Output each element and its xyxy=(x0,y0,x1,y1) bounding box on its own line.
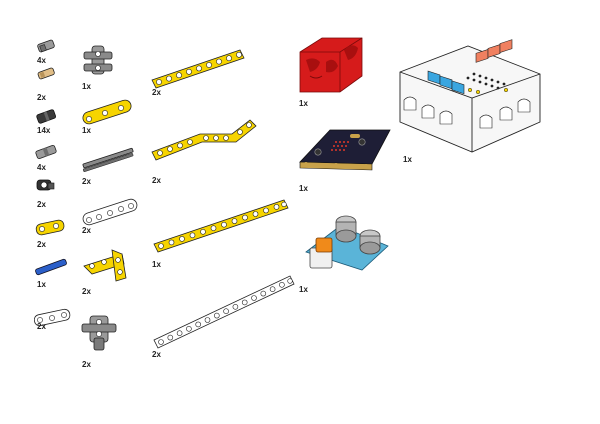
part-pin-black-angled xyxy=(36,179,55,191)
qty-pin-gray-long: 4x xyxy=(37,163,46,172)
qty-beam-white-3: 2x xyxy=(37,322,46,331)
qty-crash-sensor-red: 1x xyxy=(299,99,308,108)
qty-beam-yellow-9: 2x xyxy=(152,88,161,97)
qty-beam-white-15: 2x xyxy=(152,350,161,359)
part-beam-white-3 xyxy=(33,308,71,327)
qty-beam-yellow-13: 1x xyxy=(152,260,161,269)
part-pin-gray-long xyxy=(35,144,57,160)
part-beam-white-15 xyxy=(153,275,295,349)
part-beam-yellow-bent xyxy=(151,119,257,161)
qty-ultrasonic-sensor: 1x xyxy=(299,285,308,294)
qty-axle-gray: 2x xyxy=(82,177,91,186)
part-pin-tan xyxy=(37,67,55,80)
part-pin-gray-short xyxy=(37,39,55,53)
part-pin-black xyxy=(36,109,57,124)
qty-beam-yellow-3: 1x xyxy=(82,126,91,135)
part-ultrasonic-sensor xyxy=(305,215,389,271)
qty-expansion-box: 1x xyxy=(403,155,412,164)
qty-connector-gray-hub: 2x xyxy=(82,360,91,369)
part-connector-gray-hub xyxy=(81,315,117,351)
qty-microbit-board: 1x xyxy=(299,184,308,193)
qty-pin-black-angled: 2x xyxy=(37,200,46,209)
part-microbit-board xyxy=(299,129,391,171)
qty-axle-blue: 1x xyxy=(37,280,46,289)
qty-pin-tan: 2x xyxy=(37,93,46,102)
qty-beam-yellow-bent: 2x xyxy=(152,176,161,185)
part-beam-yellow-3 xyxy=(82,99,132,125)
part-beam-yellow-13 xyxy=(153,199,289,253)
qty-pin-black: 14x xyxy=(37,126,51,135)
qty-beam-yellow-l: 2x xyxy=(82,287,91,296)
part-crash-sensor-red xyxy=(299,37,363,93)
qty-pin-gray-short: 4x xyxy=(37,56,46,65)
part-connector-gray-cross xyxy=(83,45,113,75)
qty-beam-white-5: 2x xyxy=(82,226,91,235)
part-beam-white-5 xyxy=(82,198,138,226)
qty-beam-yellow-2: 2x xyxy=(37,240,46,249)
part-expansion-box xyxy=(399,39,541,153)
part-beam-yellow-l xyxy=(83,249,127,282)
qty-connector-gray-cross: 1x xyxy=(82,82,91,91)
part-axle-blue xyxy=(35,258,67,276)
part-axle-gray xyxy=(82,147,134,172)
part-beam-yellow-2 xyxy=(35,219,65,236)
part-beam-yellow-9 xyxy=(151,49,245,89)
